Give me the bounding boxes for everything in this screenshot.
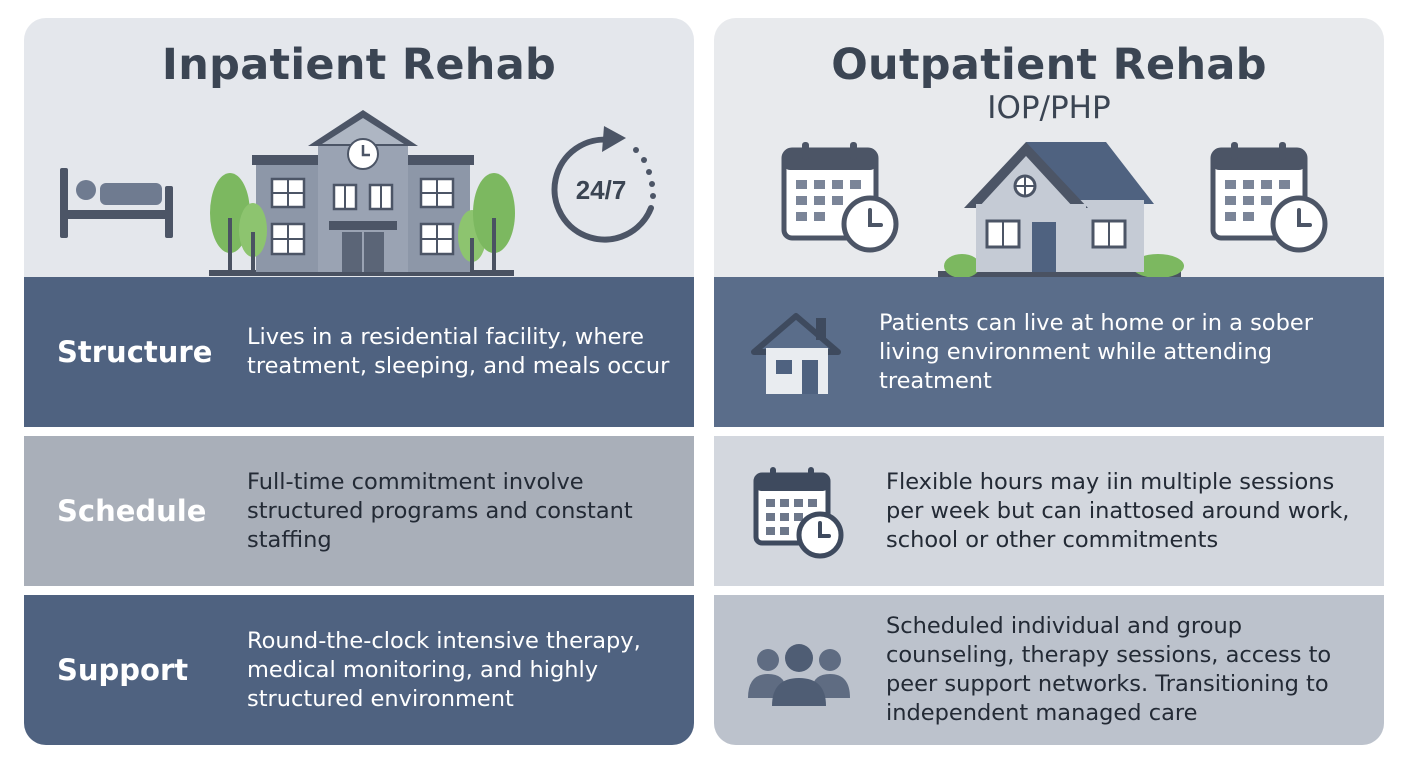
house-icon bbox=[751, 313, 841, 394]
inpatient-illustration: 24/7 bbox=[60, 110, 656, 276]
schedule-text: Full-time commitment involve structured … bbox=[247, 468, 633, 553]
row-divider bbox=[714, 586, 1384, 595]
outpatient-support-text: Scheduled individual and group counselin… bbox=[886, 613, 1332, 726]
structure-text: Lives in a residential facility, where t… bbox=[247, 324, 670, 379]
house-icon bbox=[938, 142, 1184, 277]
hospital-building-icon bbox=[209, 110, 514, 276]
outpatient-support-row: Scheduled individual and group counselin… bbox=[714, 595, 1384, 745]
inpatient-structure-row: Structure Lives in a residential facilit… bbox=[24, 277, 694, 427]
clock-badge-text: 24/7 bbox=[576, 175, 627, 205]
structure-label: Structure bbox=[57, 335, 213, 369]
inpatient-hero: 24/7 Inpatient Rehab bbox=[24, 18, 694, 277]
clock-24-7-icon bbox=[551, 126, 656, 243]
outpatient-illustration bbox=[781, 142, 1328, 277]
row-divider bbox=[24, 427, 694, 436]
inpatient-panel: 24/7 Inpatient Rehab Structure Lives in … bbox=[24, 18, 694, 745]
outpatient-structure-text: Patients can live at home or in a sober … bbox=[879, 309, 1313, 394]
inpatient-title: Inpatient Rehab bbox=[161, 40, 557, 90]
outpatient-panel: Outpatient Rehab IOP/PHP Patients can li… bbox=[714, 18, 1384, 745]
outpatient-hero: Outpatient Rehab IOP/PHP bbox=[714, 18, 1384, 277]
schedule-label: Schedule bbox=[57, 494, 207, 528]
tree-icon bbox=[210, 173, 515, 272]
calendar-clock-icon bbox=[1210, 142, 1328, 253]
inpatient-schedule-row: Schedule Full-time commitment involve st… bbox=[24, 436, 694, 586]
support-label: Support bbox=[57, 653, 189, 687]
people-group-icon bbox=[748, 644, 850, 706]
outpatient-schedule-row: Flexible hours may iin multiple sessions… bbox=[714, 436, 1384, 586]
bed-icon bbox=[60, 168, 173, 238]
row-divider bbox=[714, 427, 1384, 436]
outpatient-structure-row: Patients can live at home or in a sober … bbox=[714, 277, 1384, 427]
row-divider bbox=[24, 586, 694, 595]
calendar-clock-icon bbox=[753, 467, 844, 559]
outpatient-subtitle: IOP/PHP bbox=[987, 90, 1111, 126]
outpatient-title: Outpatient Rehab bbox=[831, 40, 1267, 90]
support-text: Round-the-clock intensive therapy, medic… bbox=[247, 627, 641, 712]
inpatient-support-row: Support Round-the-clock intensive therap… bbox=[24, 595, 694, 745]
calendar-clock-icon bbox=[781, 142, 899, 253]
outpatient-schedule-text: Flexible hours may iin multiple sessions… bbox=[886, 468, 1350, 553]
